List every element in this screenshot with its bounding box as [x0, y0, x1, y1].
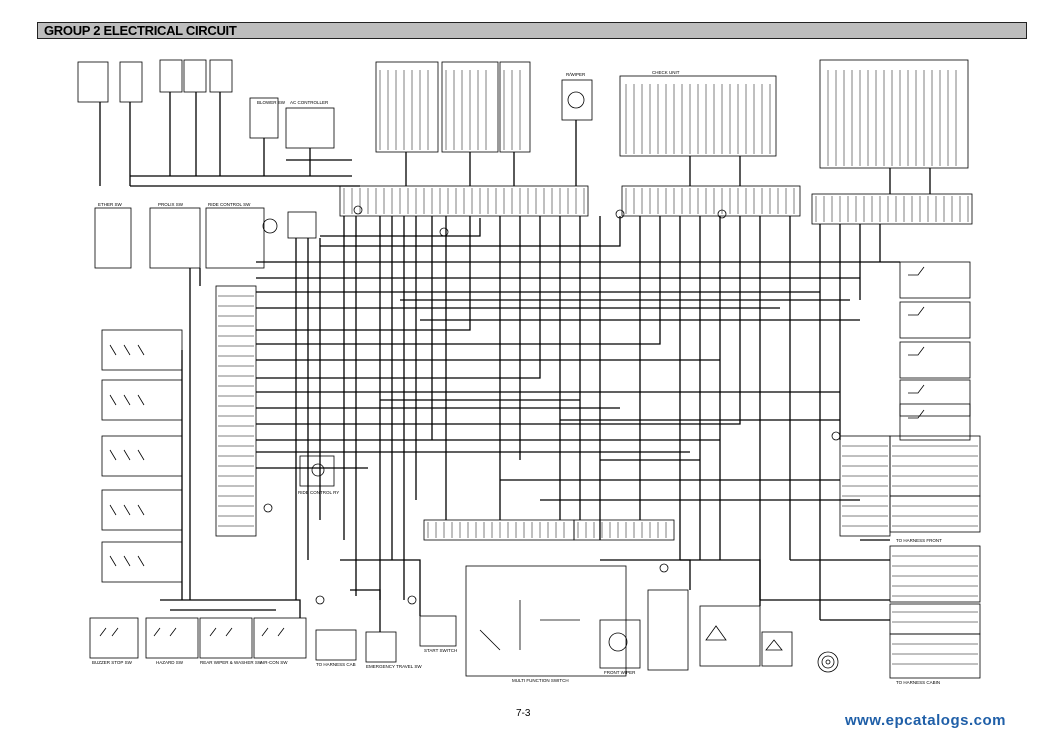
label-to-harness-cabin: TO HARNESS CABIN	[896, 680, 940, 685]
section-title: GROUP 2 ELECTRICAL CIRCUIT	[44, 23, 237, 38]
label-prolix-sw: PROLIX SW	[158, 202, 184, 207]
label-ride-control-sw: RIDE CONTROL SW	[208, 202, 251, 207]
label-ac-controller: AC CONTROLLER	[290, 100, 329, 105]
section-header-bar: GROUP 2 ELECTRICAL CIRCUIT	[37, 22, 1027, 39]
label-to-harness-front: TO HARNESS FRONT	[896, 538, 942, 543]
label-emergency-travel-sw: EMERGENCY TRAVEL SW	[366, 664, 422, 669]
component-frames	[77, 59, 981, 679]
label-blower-sw: BLOWER SW	[257, 100, 286, 105]
label-rear-wiper-washer-sw: REAR WIPER & WASHER SW	[200, 660, 263, 665]
page-number: 7-3	[516, 708, 531, 719]
label-rs-wiper: R/WIPER	[566, 72, 586, 77]
connector-pins	[218, 70, 978, 665]
label-start-switch: START SWITCH	[424, 648, 457, 653]
label-buzzer-stop-sw: BUZZER STOP SW	[92, 660, 133, 665]
label-hazard-sw: HAZARD SW	[156, 660, 184, 665]
label-check-unit: CHECK UNIT	[652, 70, 680, 75]
label-front-wiper: FRONT WIPER	[604, 670, 636, 675]
wiring-lines	[99, 92, 931, 632]
diagram-labels: BLOWER SW AC CONTROLLER R/WIPER CHECK UN…	[92, 70, 942, 685]
label-ride-control-ry: RIDE CONTROL RY	[298, 490, 339, 495]
component-symbols	[99, 91, 925, 673]
label-multi-function-switch: MULTI FUNCTION SWITCH	[512, 678, 569, 683]
watermark-text: www.epcatalogs.com	[845, 712, 1006, 729]
label-to-harness-cab: TO HARNESS CAB	[316, 662, 356, 667]
label-ether-sw: ETHER SW	[98, 202, 123, 207]
label-aircon-sw: AIR-CON SW	[260, 660, 288, 665]
